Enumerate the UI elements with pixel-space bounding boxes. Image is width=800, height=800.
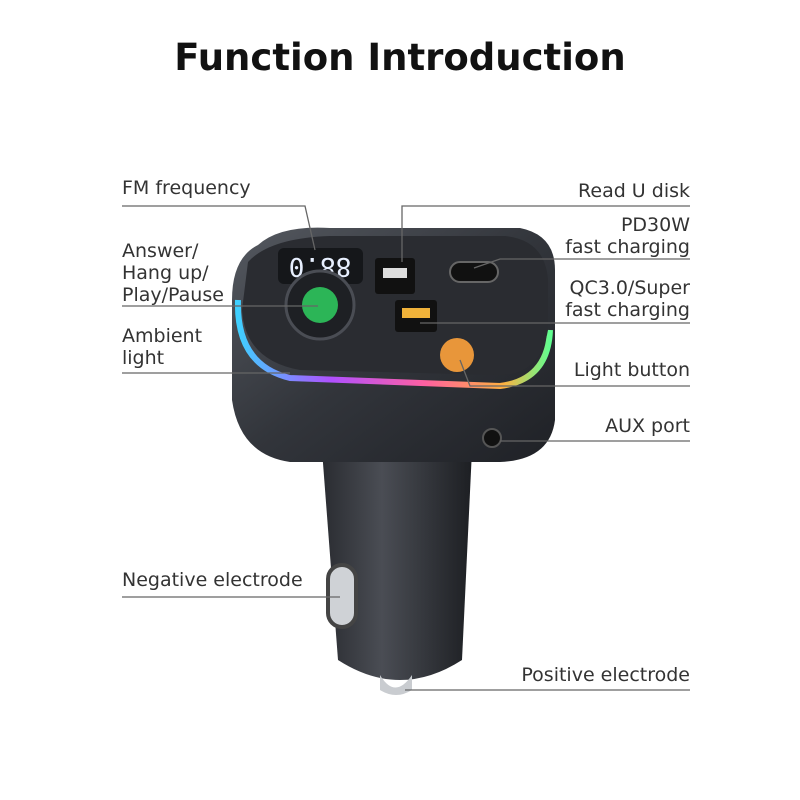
label-fm-frequency: FM frequency bbox=[122, 177, 251, 199]
page-title: Function Introduction bbox=[174, 36, 626, 79]
label-line: PD30W bbox=[620, 214, 690, 236]
label-line: light bbox=[122, 347, 165, 369]
label-line: Hang up/ bbox=[122, 262, 209, 284]
label-positive-electrode: Positive electrode bbox=[521, 664, 690, 686]
label-line: Ambient bbox=[122, 325, 203, 347]
label-line: Answer/ bbox=[122, 240, 199, 262]
label-answer: Answer/ Hang up/ Play/Pause bbox=[122, 240, 224, 306]
aux-port bbox=[482, 428, 502, 448]
label-line: fast charging bbox=[565, 236, 690, 258]
label-line: QC3.0/Super bbox=[569, 277, 690, 299]
ambient-light-strip bbox=[234, 299, 553, 390]
label-negative-electrode: Negative electrode bbox=[122, 569, 303, 591]
negative-contact bbox=[326, 563, 358, 629]
label-aux-port: AUX port bbox=[605, 415, 690, 437]
label-light-button: Light button bbox=[573, 359, 690, 381]
phone-icon bbox=[302, 287, 338, 323]
usb-c-port bbox=[449, 261, 499, 283]
label-qc3: QC3.0/Super fast charging bbox=[565, 277, 690, 321]
device-body: 88.0 bbox=[232, 227, 555, 462]
leader-lines bbox=[122, 205, 690, 691]
label-line: Play/Pause bbox=[122, 284, 224, 306]
label-read-u-disk: Read U disk bbox=[578, 180, 690, 202]
label-line: fast charging bbox=[565, 299, 690, 321]
label-pd30w: PD30W fast charging bbox=[565, 214, 690, 258]
plug-shaft bbox=[322, 450, 472, 695]
label-ambient-light: Ambient light bbox=[122, 325, 202, 369]
fm-display bbox=[278, 248, 363, 284]
positive-tip bbox=[380, 675, 412, 695]
light-button bbox=[440, 338, 474, 372]
